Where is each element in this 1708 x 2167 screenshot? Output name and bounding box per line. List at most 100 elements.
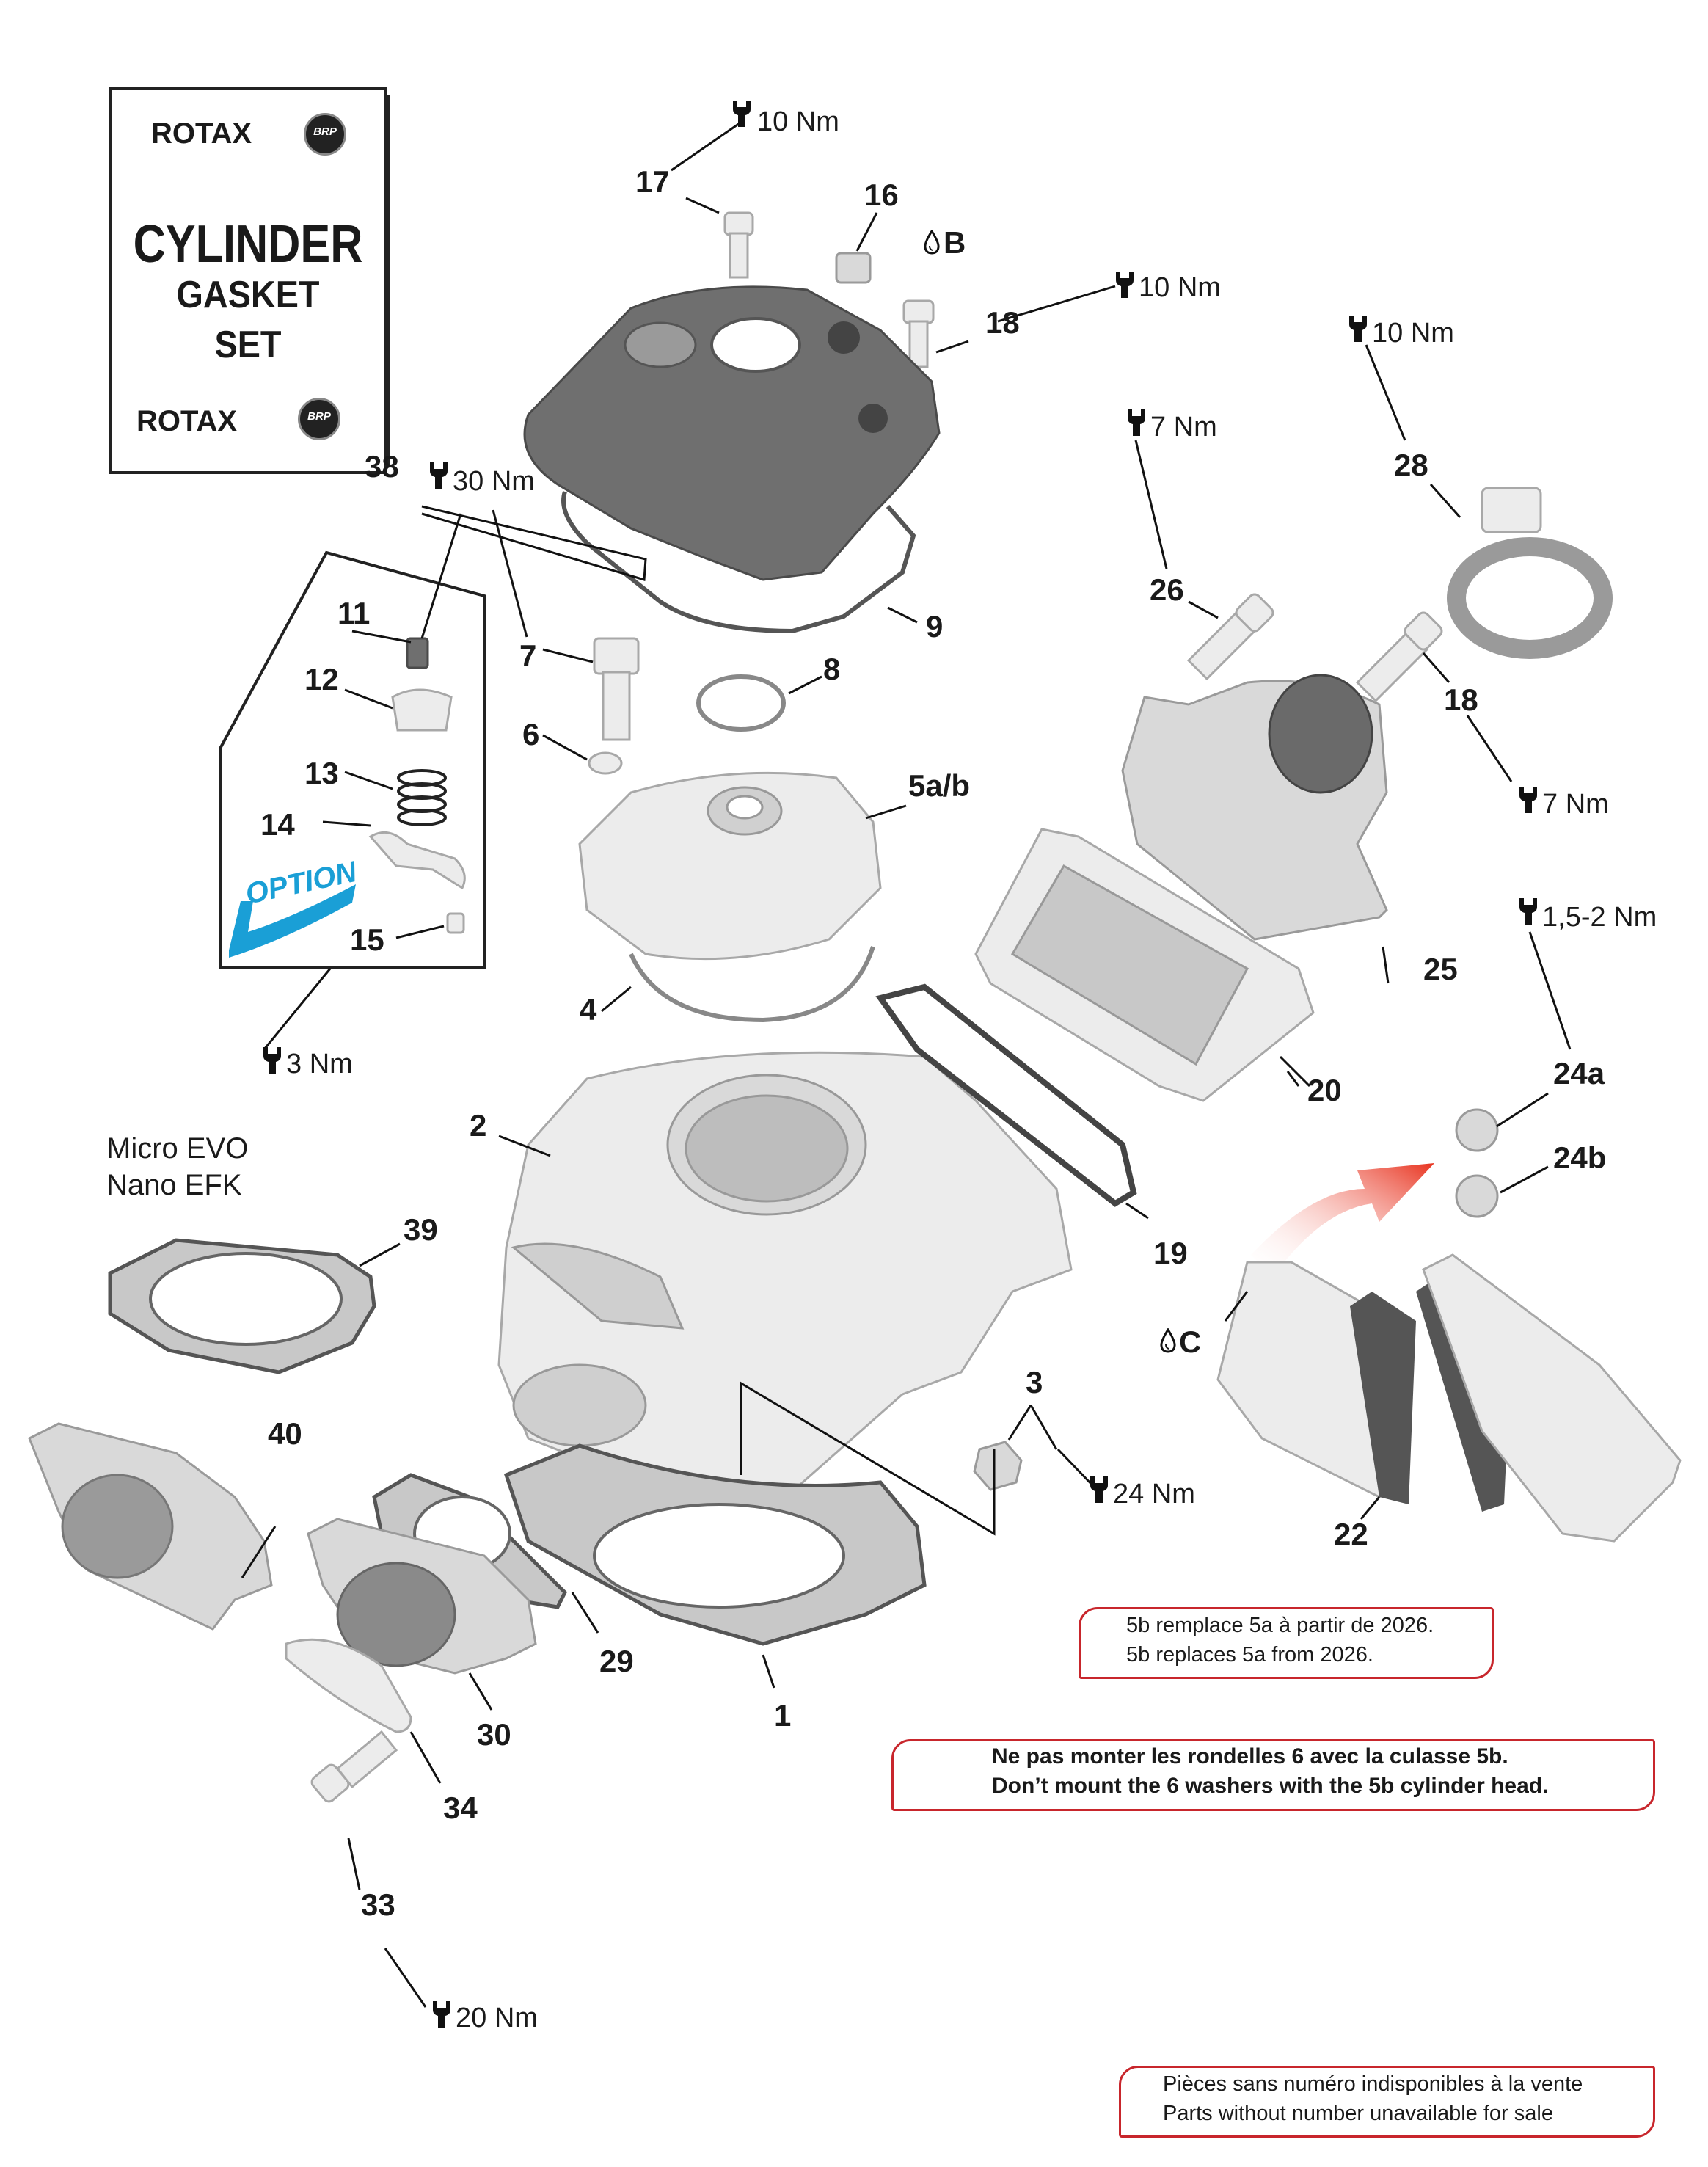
cylinder-head-5 (578, 771, 882, 961)
wrench-icon-17 (733, 101, 751, 127)
torque-24: 1,5-2 Nm (1542, 902, 1657, 933)
gasket-39 (108, 1238, 376, 1374)
warning-fr: Ne pas monter les rondelles 6 avec la cu… (992, 1744, 1508, 1769)
torque-18-top: 10 Nm (1139, 272, 1221, 303)
nut-3 (973, 1441, 1023, 1491)
rotax-brand-top: ROTAX (151, 117, 252, 150)
torque-17: 10 Nm (757, 106, 839, 137)
label-3: 3 (1026, 1365, 1043, 1399)
torque-3: 24 Nm (1113, 1479, 1195, 1509)
engine-note-line1: Micro EVO (106, 1132, 248, 1165)
label-15: 15 (350, 922, 384, 957)
label-13: 13 (304, 756, 339, 790)
label-12: 12 (304, 662, 339, 696)
label-24b: 24b (1553, 1140, 1606, 1175)
label-26: 26 (1150, 572, 1184, 607)
lubricant-drop-icon-c (1160, 1328, 1176, 1353)
lubricant-c: C (1179, 1325, 1201, 1359)
wrench-icon-18-top (1116, 272, 1134, 298)
torque-18-right: 7 Nm (1542, 789, 1609, 820)
wrench-icon-3 (1090, 1476, 1108, 1503)
bolt-7 (593, 637, 640, 741)
label-16: 16 (864, 178, 899, 212)
label-25: 25 (1423, 952, 1458, 986)
unavailable-parts-note (1119, 2066, 1655, 2138)
flange-30 (307, 1518, 537, 1675)
label-29: 29 (599, 1644, 634, 1678)
kit-title-line3: SET (214, 324, 282, 366)
label-18-right: 18 (1444, 682, 1478, 717)
label-24a: 24a (1553, 1056, 1605, 1090)
reed-valve-22 (1216, 1253, 1682, 1543)
clamp-28 (1447, 487, 1613, 659)
label-38: 38 (365, 449, 399, 484)
label-4: 4 (580, 992, 597, 1027)
label-28: 28 (1394, 448, 1428, 482)
brp-logo-icon-bottom: BRP (298, 398, 340, 440)
label-7: 7 (519, 638, 536, 673)
label-20: 20 (1307, 1073, 1342, 1107)
label-40: 40 (268, 1416, 302, 1451)
note-5b-replacement (1079, 1607, 1494, 1679)
label-14: 14 (260, 807, 295, 842)
label-2: 2 (470, 1108, 486, 1143)
screw-18-top (902, 299, 935, 368)
kit-title-line2: GASKET (176, 274, 320, 316)
warning-note (891, 1739, 1655, 1811)
brp-badge-text-bottom: BRP (307, 410, 331, 423)
torque-15: 3 Nm (286, 1049, 353, 1079)
warning-en: Don’t mount the 6 washers with the 5b cy… (992, 1774, 1549, 1798)
screw-33 (310, 1730, 398, 1803)
part-40 (28, 1422, 273, 1631)
gasket-19 (875, 983, 1137, 1207)
leader-lines (241, 122, 1572, 2008)
brp-badge-text: BRP (313, 125, 337, 138)
wrench-icon-15 (263, 1047, 281, 1074)
rotax-brand-bottom: ROTAX (136, 405, 238, 437)
reed-valve-20 (974, 828, 1315, 1102)
label-1: 1 (774, 1698, 791, 1733)
torque-28: 10 Nm (1372, 318, 1454, 349)
wrench-icon-26 (1128, 409, 1145, 436)
note-5b-fr: 5b remplace 5a à partir de 2026. (1126, 1614, 1434, 1637)
o-ring-4 (629, 946, 875, 1023)
label-17: 17 (635, 164, 670, 199)
wrench-icon-7 (430, 462, 448, 489)
o-ring-9 (561, 491, 916, 634)
label-34: 34 (443, 1791, 478, 1825)
label-19: 19 (1153, 1236, 1188, 1270)
o-ring-8 (696, 674, 786, 732)
wrench-icon-24 (1519, 898, 1537, 925)
note-5b-en: 5b replaces 5a from 2026. (1126, 1643, 1373, 1667)
brp-logo-icon: BRP (304, 113, 346, 156)
lubricant-b: B (944, 225, 966, 260)
screw-24b (1455, 1174, 1499, 1218)
cylinder-head-cover (523, 285, 941, 581)
engine-note-line2: Nano EFK (106, 1169, 242, 1201)
label-22: 22 (1334, 1517, 1368, 1551)
option-logo: OPTION (229, 856, 360, 958)
torque-7: 30 Nm (453, 466, 535, 497)
screw-17 (723, 211, 754, 279)
wrench-icon-33 (433, 2001, 450, 2028)
replacement-arrow (1251, 1163, 1434, 1277)
washer-6 (588, 751, 623, 775)
label-9: 9 (926, 609, 943, 644)
option-box (219, 550, 486, 969)
wrench-icon-18-right (1519, 787, 1537, 813)
sleeve-34 (285, 1638, 412, 1733)
label-6: 6 (522, 717, 539, 751)
unavailable-fr: Pièces sans numéro indisponibles à la ve… (1163, 2072, 1583, 2096)
cylinder-gasket-set-box: ROTAX BRP CYLINDER GASKET SET ROTAX BRP (109, 87, 387, 474)
label-8: 8 (823, 652, 840, 686)
torque-33: 20 Nm (456, 2003, 538, 2033)
label-33: 33 (361, 1887, 395, 1922)
gasket-29 (372, 1473, 568, 1609)
label-30: 30 (477, 1717, 511, 1752)
wrench-icon-28 (1349, 316, 1367, 342)
nut-16 (835, 252, 872, 284)
cylinder-2 (497, 1051, 1073, 1506)
lubricant-drop-icon-b (924, 230, 940, 255)
kit-title-line1: CYLINDER (133, 215, 363, 274)
